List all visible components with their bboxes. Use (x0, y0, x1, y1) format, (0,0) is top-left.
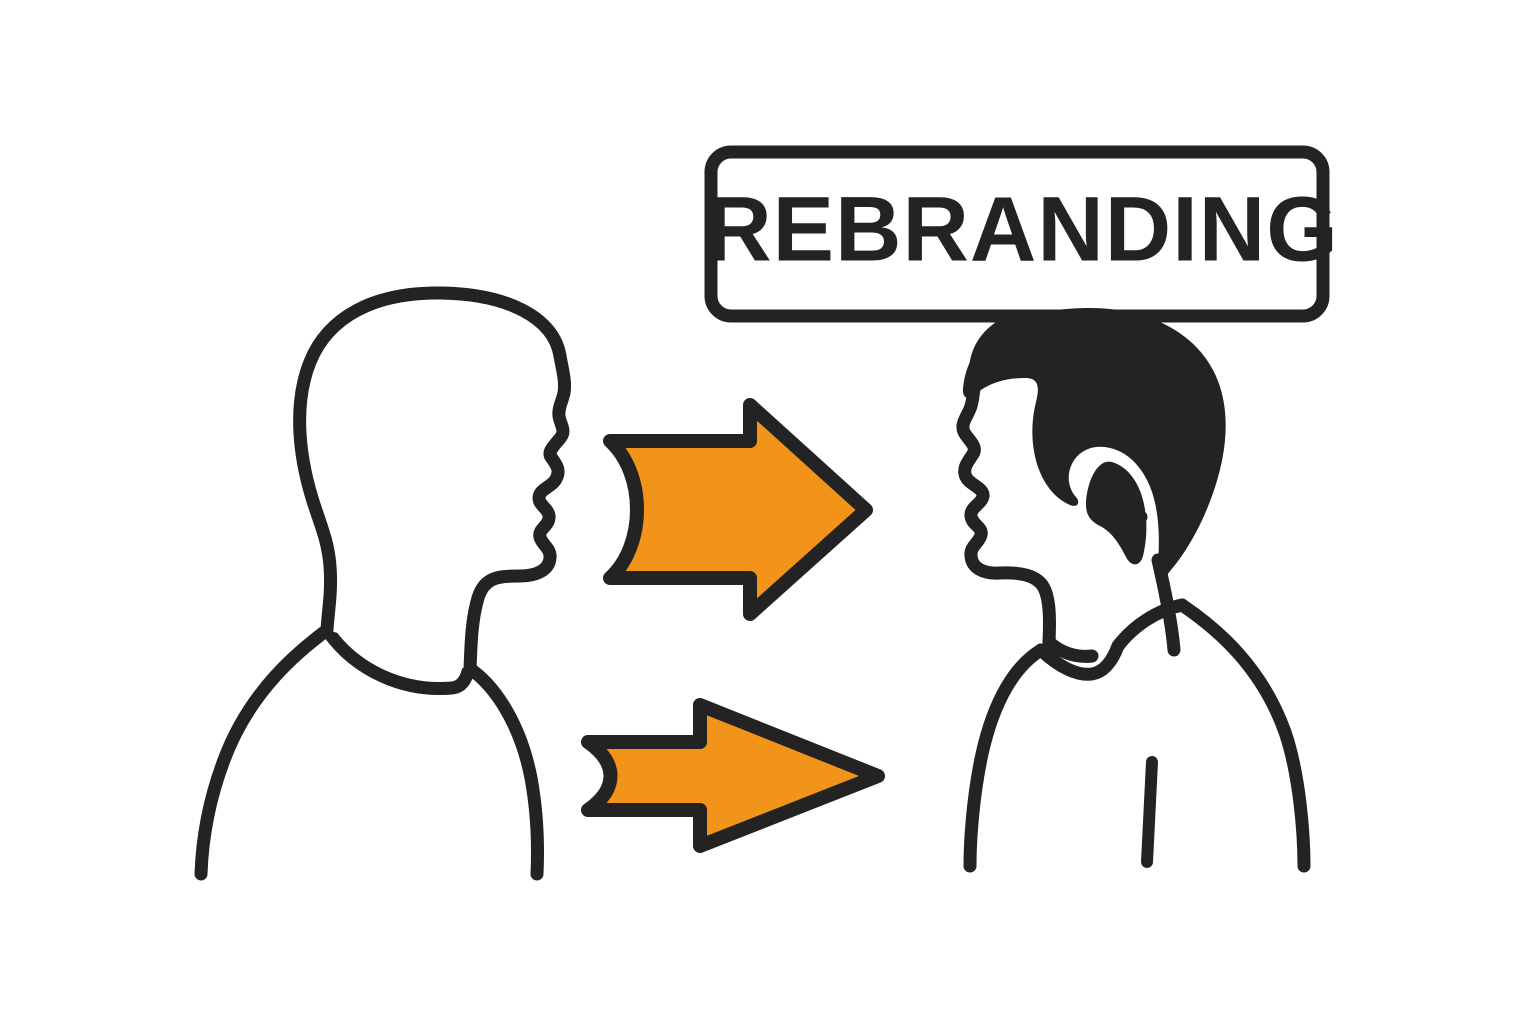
before-figure-head (293, 286, 571, 677)
arrow-lower (581, 698, 885, 853)
after-shirt-placket-line (1141, 756, 1158, 868)
arrow-lower-shape (581, 698, 885, 853)
after-hair-mass-with-ear-cutout (962, 308, 1226, 580)
after-left-shoulder (963, 643, 1048, 873)
before-head-profile-outline (293, 286, 571, 677)
after-right-shoulder (1175, 598, 1311, 873)
rebranding-sign[interactable]: REBRANDING (704, 145, 1339, 323)
after-jaw-to-neck (1042, 635, 1099, 663)
after-figure-hair (962, 308, 1226, 580)
rebranding-sign-box (704, 145, 1330, 323)
rebranding-sign-label: REBRANDING (705, 178, 1339, 280)
before-left-shoulder (194, 623, 334, 881)
after-figure (956, 308, 1311, 873)
arrow-upper (603, 398, 873, 621)
before-collar-neckline (320, 623, 476, 695)
before-figure (194, 286, 571, 881)
after-collar-left (1034, 639, 1125, 681)
arrow-upper-shape (603, 398, 873, 621)
before-right-shoulder (462, 661, 544, 881)
after-collar-right (1111, 598, 1189, 653)
after-figure-body (963, 598, 1311, 873)
before-figure-body (194, 623, 544, 881)
after-face-profile-contour (956, 315, 1056, 649)
